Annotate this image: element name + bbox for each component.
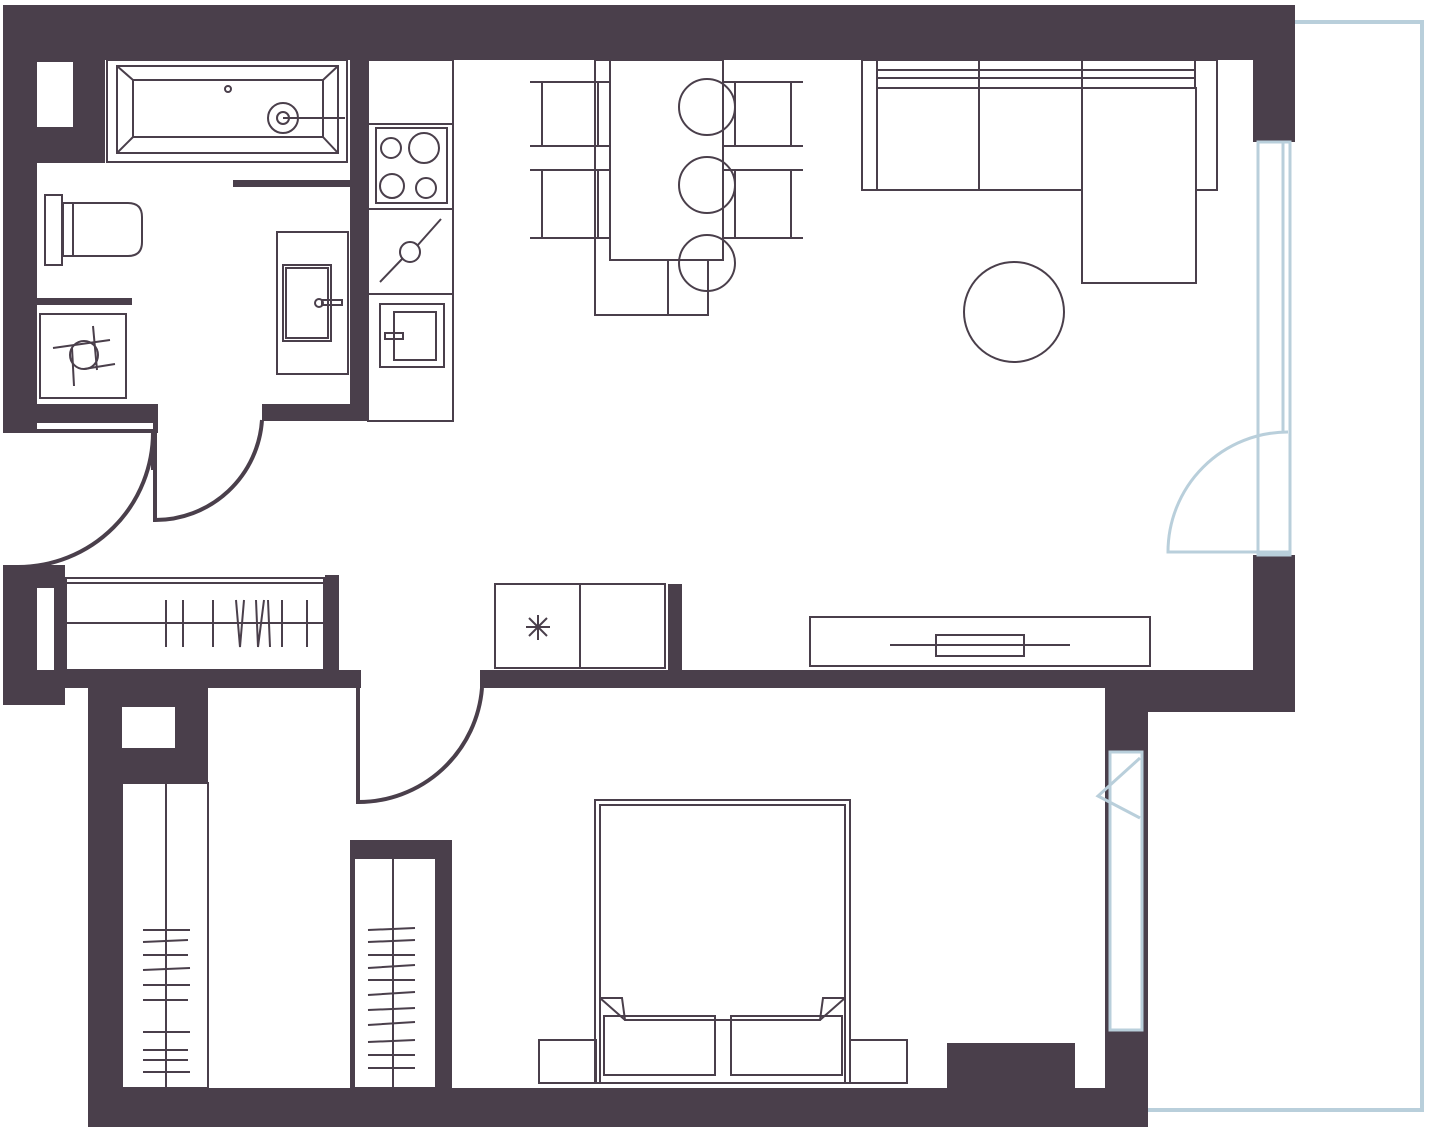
washing-machine [39,313,127,399]
hall-wardrobe [65,577,325,671]
kitchen-sink [379,303,445,368]
dining-set [530,59,803,316]
bathtub [106,59,348,163]
balcony-outline [1148,20,1424,1112]
bedroom-door[interactable] [356,687,484,805]
entrance-door[interactable] [17,431,155,569]
walls [3,5,1295,1127]
wardrobe-left [121,782,209,1089]
wardrobe-right [353,857,437,1089]
window-bedroom-sash[interactable] [1095,756,1142,820]
hob [375,127,448,204]
balcony-door[interactable] [1166,430,1290,554]
coffee-table [963,261,1065,363]
window-bedroom [1108,750,1144,1032]
corner-sofa [861,59,1218,284]
sink-vanity [276,231,349,375]
window-living [1256,140,1292,557]
kitchen-counter [367,59,454,422]
nightstand-left [538,1039,597,1084]
cabinet [494,583,666,669]
toilet [44,194,143,266]
double-bed [538,799,908,1084]
asterisk-icon [526,615,550,640]
nightstand-right [849,1039,908,1084]
tv-unit [809,616,1151,667]
bathroom-door[interactable] [153,419,264,523]
